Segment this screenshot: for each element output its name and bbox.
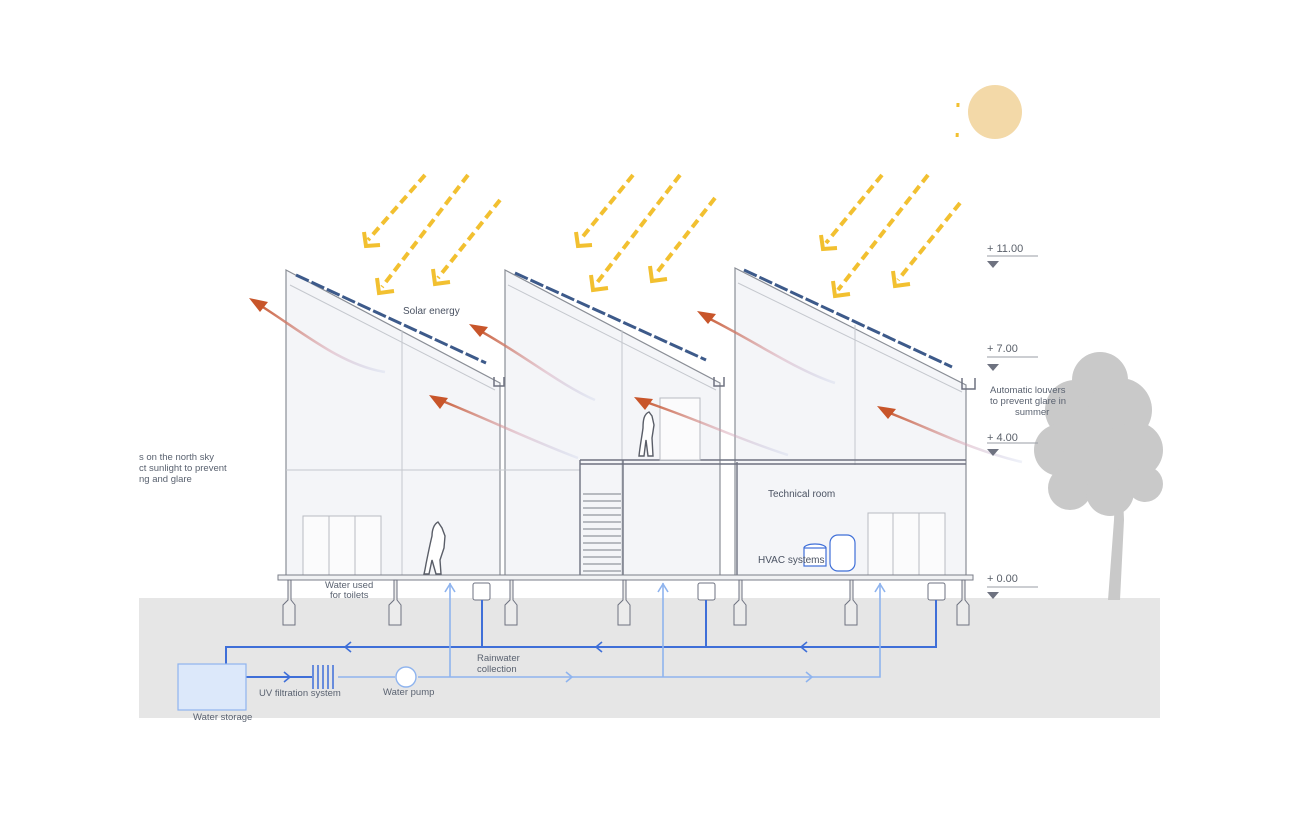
elevation-lines bbox=[987, 255, 1038, 588]
label-louvers-2: to prevent glare in bbox=[990, 396, 1066, 407]
label-rainwater-2: collection bbox=[477, 664, 517, 675]
water-collection-arrows bbox=[444, 582, 886, 683]
ground bbox=[139, 598, 1160, 718]
air-arrowheads bbox=[249, 298, 896, 419]
label-solar-energy: Solar energy bbox=[403, 306, 460, 317]
person-icon bbox=[423, 521, 446, 575]
elevation-markers bbox=[987, 261, 999, 599]
label-north-sky-3: ng and glare bbox=[139, 474, 192, 485]
label-north-sky-1: s on the north sky bbox=[139, 452, 214, 463]
air-flow-2 bbox=[474, 326, 596, 402]
air-flow-6 bbox=[881, 408, 1023, 464]
tree-icon bbox=[1034, 352, 1163, 600]
piles bbox=[282, 579, 970, 626]
water-supply-arrows bbox=[283, 641, 808, 683]
label-louvers-3: summer bbox=[1015, 407, 1049, 418]
air-flow-3 bbox=[701, 313, 836, 385]
air-flow-5 bbox=[639, 398, 789, 457]
elevation-label-7: + 7.00 bbox=[987, 343, 1018, 355]
label-technical-room: Technical room bbox=[768, 489, 835, 500]
elevation-label-11: + 11.00 bbox=[987, 243, 1023, 255]
water-storage-tank bbox=[177, 663, 247, 711]
sun-rays bbox=[366, 173, 962, 292]
sun-ray-heads bbox=[362, 231, 911, 299]
drain-boxes bbox=[472, 582, 946, 601]
stair bbox=[583, 493, 621, 572]
label-louvers-1: Automatic louvers bbox=[990, 385, 1066, 396]
solar-panels bbox=[295, 268, 953, 369]
label-water-used-1: Water used bbox=[325, 580, 373, 591]
elevation-label-0: + 0.00 bbox=[987, 573, 1018, 585]
label-rainwater-1: Rainwater bbox=[477, 653, 520, 664]
sun-ray-dash bbox=[955, 102, 960, 143]
water-supply-lines bbox=[225, 600, 937, 678]
label-hvac-systems: HVAC systems bbox=[758, 555, 825, 566]
label-uv-filtration: UV filtration system bbox=[259, 688, 341, 699]
label-water-storage: Water storage bbox=[193, 712, 252, 723]
air-flow-1 bbox=[254, 300, 386, 374]
air-flows bbox=[254, 300, 1023, 464]
building bbox=[285, 267, 967, 577]
people bbox=[423, 411, 655, 575]
hvac-tanks bbox=[803, 534, 856, 572]
label-water-used-2: for toilets bbox=[330, 590, 369, 601]
structure-lines bbox=[286, 282, 963, 576]
uv-filter-icon bbox=[312, 665, 334, 689]
label-north-sky-2: ct sunlight to prevent bbox=[139, 463, 227, 474]
water-pump-icon bbox=[395, 666, 417, 688]
elevation-label-4: + 4.00 bbox=[987, 432, 1018, 444]
mezzanine bbox=[579, 459, 966, 576]
air-flow-4 bbox=[434, 396, 579, 460]
person-icon bbox=[638, 411, 655, 457]
sun-icon bbox=[968, 85, 1022, 139]
floor-slab bbox=[277, 574, 974, 581]
gutters bbox=[493, 377, 976, 390]
label-water-pump: Water pump bbox=[383, 687, 434, 698]
